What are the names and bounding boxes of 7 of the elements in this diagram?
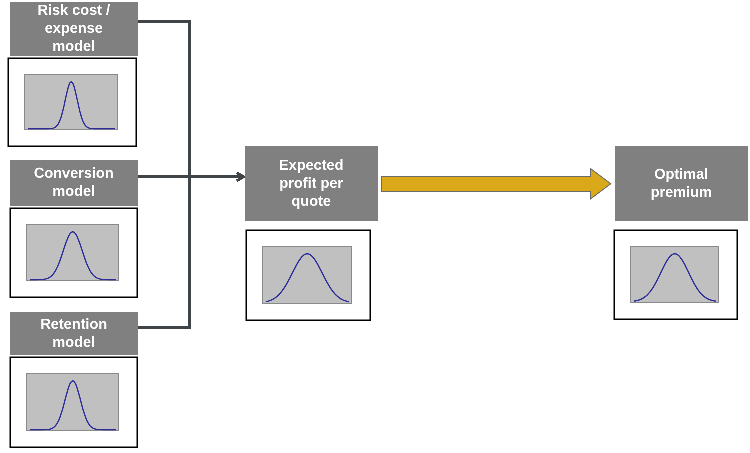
connector-arrow bbox=[138, 20, 246, 182]
model-box: Risk cost / expense model bbox=[10, 2, 138, 56]
block-arrow bbox=[382, 168, 612, 200]
model-box: Expected profit per quote bbox=[245, 146, 378, 221]
model-box: Retention model bbox=[10, 312, 138, 355]
model-box: Conversion model bbox=[10, 160, 138, 206]
model-box: Optimal premium bbox=[615, 146, 748, 221]
